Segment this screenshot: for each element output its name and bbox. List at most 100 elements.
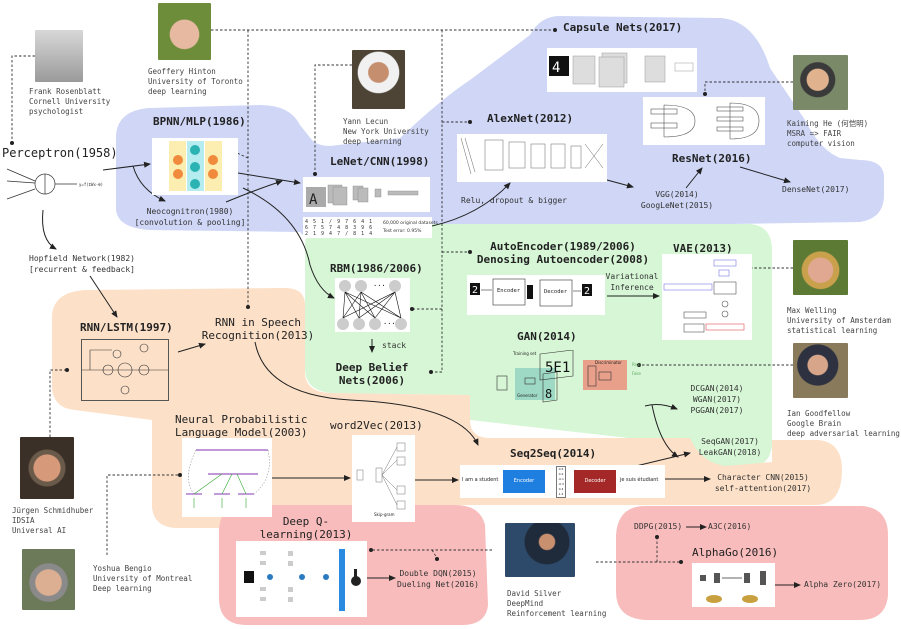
gan-training-label: Training set <box>513 351 537 356</box>
svg-text:4: 4 <box>552 60 560 76</box>
decoder-label: Decoder <box>544 289 568 295</box>
hinton-field: deep learning <box>148 87 207 97</box>
perceptron-figure: y=f(ΣWx-θ) <box>5 163 105 207</box>
lecun-affiliation: New York University <box>343 127 429 137</box>
neocognitron-label: Neocognitron(1980)[convolution & pooling… <box>134 207 246 227</box>
lecun-name: Yann Lecun <box>343 117 389 126</box>
lecun-photo <box>352 50 405 109</box>
perceptron-label: Perceptron(1958) <box>2 146 118 160</box>
capsule-label: Capsule Nets(2017) <box>563 21 683 34</box>
word2vec-label: word2Vec(2013) <box>330 419 423 432</box>
svg-text:5E1: 5E1 <box>545 360 570 376</box>
schmidhuber-affiliation: IDSIA <box>12 516 35 526</box>
bengio-affiliation: University of Montreal <box>93 574 193 584</box>
gan-variants-label: DCGAN(2014)WGAN(2017)PGGAN(2017) <box>690 384 744 415</box>
silver-name: David Silver <box>507 589 562 598</box>
gan-fake-label: Fake <box>632 371 642 376</box>
seq2seq-input: I am a student <box>462 477 499 483</box>
generative-region <box>305 224 772 468</box>
dqn-label: Deep Q-learning(2013) <box>259 515 353 542</box>
seqgan-label: SeqGAN(2017)LeakGAN(2018) <box>698 437 762 457</box>
encoder-label: Encoder <box>497 288 521 294</box>
svg-text:2: 2 <box>584 286 590 297</box>
bengio-name: Yoshua Bengio <box>93 564 152 573</box>
bengio-field: Deep learning <box>93 584 152 594</box>
schmidhuber-photo <box>20 437 74 499</box>
lenet-figure: A <box>303 177 430 212</box>
seq2seq-encoder-block: Encoder <box>503 470 545 493</box>
svg-text:8: 8 <box>545 387 552 401</box>
alphazero-label: Alpha Zero(2017) <box>804 580 882 589</box>
silver-field: Reinforcement learning <box>507 609 607 619</box>
lenet-label: LeNet/CNN(1998) <box>330 155 430 168</box>
svg-text:···: ··· <box>373 282 386 290</box>
welling-photo <box>793 240 848 295</box>
seq2seq-output: je suis étudiant <box>620 477 659 483</box>
schmidhuber-name: Jürgen Schmidhuber <box>12 506 94 515</box>
rosenblatt-affiliation: Cornell University <box>29 97 111 107</box>
hinton-photo <box>158 3 211 60</box>
gan-figure: 5E1 8 Training set Discriminator Generato… <box>495 349 650 410</box>
alexnet-note: Relu, dropout & bigger <box>461 196 567 205</box>
schmidhuber-field: Universal AI <box>12 526 67 536</box>
rbm-figure: ··· ··· <box>335 278 410 332</box>
seq2seq-decoder-block: Decoder <box>574 470 616 493</box>
lenet-digits-figure: 4 5 1 / 9 7 6 4 1 6 7 5 7 4 8 3 9 6 2 1 … <box>303 217 438 238</box>
hinton-affiliation: University of Toronto <box>148 77 243 87</box>
charcnn-attention-label: Character CNN(2015)self-attention(2017) <box>714 473 812 493</box>
hopfield-label: Hopfield Network(1982)[recurrent & feedb… <box>29 254 135 274</box>
double-dqn-label: Double DQN(2015)Dueling Net(2016) <box>397 569 479 589</box>
welling-affiliation: University of Amsterdam <box>787 316 891 326</box>
he-name: Kaiming He (何恺明) <box>787 119 869 128</box>
skipgram-label: Skip-gram <box>374 512 395 517</box>
alphago-label: AlphaGo(2016) <box>692 546 779 559</box>
svg-text:y=f(ΣWx-θ): y=f(ΣWx-θ) <box>79 182 103 187</box>
vae-label: VAE(2013) <box>673 242 733 255</box>
goodfellow-photo <box>793 343 848 398</box>
capsule-figure: 4 <box>547 48 697 92</box>
dashed-connectors <box>11 29 793 563</box>
alphago-figure <box>692 563 775 607</box>
hinton-name: Geoffery Hinton <box>148 67 216 76</box>
resnet-label: ResNet(2016) <box>672 152 752 165</box>
alexnet-label: AlexNet(2012) <box>487 112 574 125</box>
lenet-error-label: Test error: 0.95% <box>383 229 422 234</box>
svg-text:···: ··· <box>383 320 396 328</box>
lenet-dataset-label: 60,000 original datasets <box>383 221 438 226</box>
lecun-field: deep learning <box>343 137 402 147</box>
goodfellow-name: Ian Goodfellow <box>787 409 851 418</box>
autoencoder-label: AutoEncoder(1989/2006)Denosing Autoencod… <box>476 240 650 267</box>
rosenblatt-name: Frank Rosenblatt <box>29 87 102 96</box>
gan-discriminator-label: Discriminator <box>595 360 622 365</box>
svg-text:A: A <box>309 192 318 208</box>
solid-arrows <box>42 161 801 588</box>
ddpg-label: DDPG(2015) <box>634 522 683 531</box>
dqn-figure <box>236 541 367 617</box>
a3c-label: A3C(2016) <box>708 522 752 531</box>
goodfellow-affiliation: Google Brain <box>787 419 842 429</box>
silver-affiliation: DeepMind <box>507 599 544 609</box>
welling-field: statistical learning <box>787 326 878 336</box>
seq2seq-label: Seq2Seq(2014) <box>510 447 597 460</box>
alexnet-figure <box>457 134 607 182</box>
rosenblatt-field: psychologist <box>29 107 84 117</box>
nplm-figure <box>182 438 272 517</box>
gan-generator-label: Generator <box>517 393 538 398</box>
bengio-photo <box>22 549 75 610</box>
rosenblatt-photo <box>35 30 83 82</box>
